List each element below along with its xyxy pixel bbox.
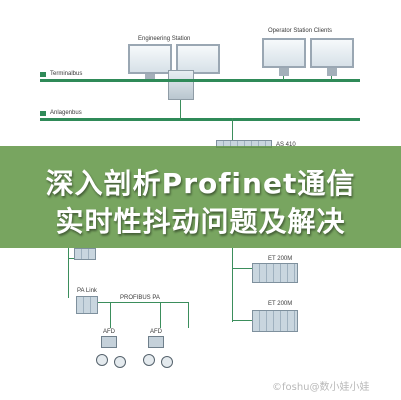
engineering-monitor-2 xyxy=(176,44,220,74)
field-valve-2 xyxy=(114,356,126,368)
connector-et-top xyxy=(232,268,252,269)
pa-link-rack xyxy=(76,296,98,314)
pa-drop-left xyxy=(110,302,111,328)
banner-line-1: 深入剖析Profinet通信 xyxy=(45,167,356,200)
et200m-top-rack xyxy=(252,263,298,283)
connector-left-down xyxy=(68,248,69,298)
terminalbus-marker xyxy=(40,72,46,77)
connector-os-terminal-2 xyxy=(331,76,332,80)
profibus-pa-label: PROFIBUS PA xyxy=(120,295,160,301)
et200m-bottom-rack xyxy=(252,310,298,332)
engineering-stand xyxy=(145,74,155,82)
connector-et-bottom xyxy=(232,320,252,321)
pa-link-label: PA Link xyxy=(77,288,97,294)
pa-drop-far xyxy=(188,302,189,328)
watermark: ©foshu@数小娃小娃 xyxy=(272,382,370,393)
terminalbus-line xyxy=(40,79,360,82)
afd-left-label: AFD xyxy=(103,329,115,335)
banner-line-2: 实时性抖动问题及解决 xyxy=(55,205,346,238)
afd-right-label: AFD xyxy=(150,329,162,335)
pa-drop-right xyxy=(160,302,161,328)
as410-label: AS 410 xyxy=(276,142,296,148)
field-valve-4 xyxy=(161,356,173,368)
engineering-monitor-1 xyxy=(128,44,172,74)
title-banner xyxy=(0,146,401,248)
plantbus-marker xyxy=(40,111,46,116)
plantbus-label: Anlagenbus xyxy=(50,110,82,116)
operator-stand-1 xyxy=(279,68,289,76)
connector-os-terminal-1 xyxy=(283,76,284,80)
terminalbus-label: Terminalbus xyxy=(50,71,83,77)
engineering-pc xyxy=(168,70,194,100)
et200m-top-label: ET 200M xyxy=(268,256,293,262)
operator-monitor-1 xyxy=(262,38,306,68)
afd-right-box xyxy=(148,336,164,348)
plantbus-line xyxy=(40,118,360,121)
connector-as-plant xyxy=(232,118,233,142)
operator-monitor-2 xyxy=(310,38,354,68)
et200m-bottom-label: ET 200M xyxy=(268,301,293,307)
field-valve-3 xyxy=(143,354,155,366)
connector-as-down xyxy=(232,248,233,322)
engineering-station-label: Engineering Station xyxy=(138,36,191,42)
operator-station-label: Operator Station Clients xyxy=(268,28,333,34)
afd-left-box xyxy=(101,336,117,348)
left-io-rack xyxy=(74,248,96,260)
connector-eng-plant xyxy=(180,100,181,120)
operator-stand-2 xyxy=(327,68,337,76)
profibus-pa-line xyxy=(98,302,188,303)
field-valve-1 xyxy=(96,354,108,366)
